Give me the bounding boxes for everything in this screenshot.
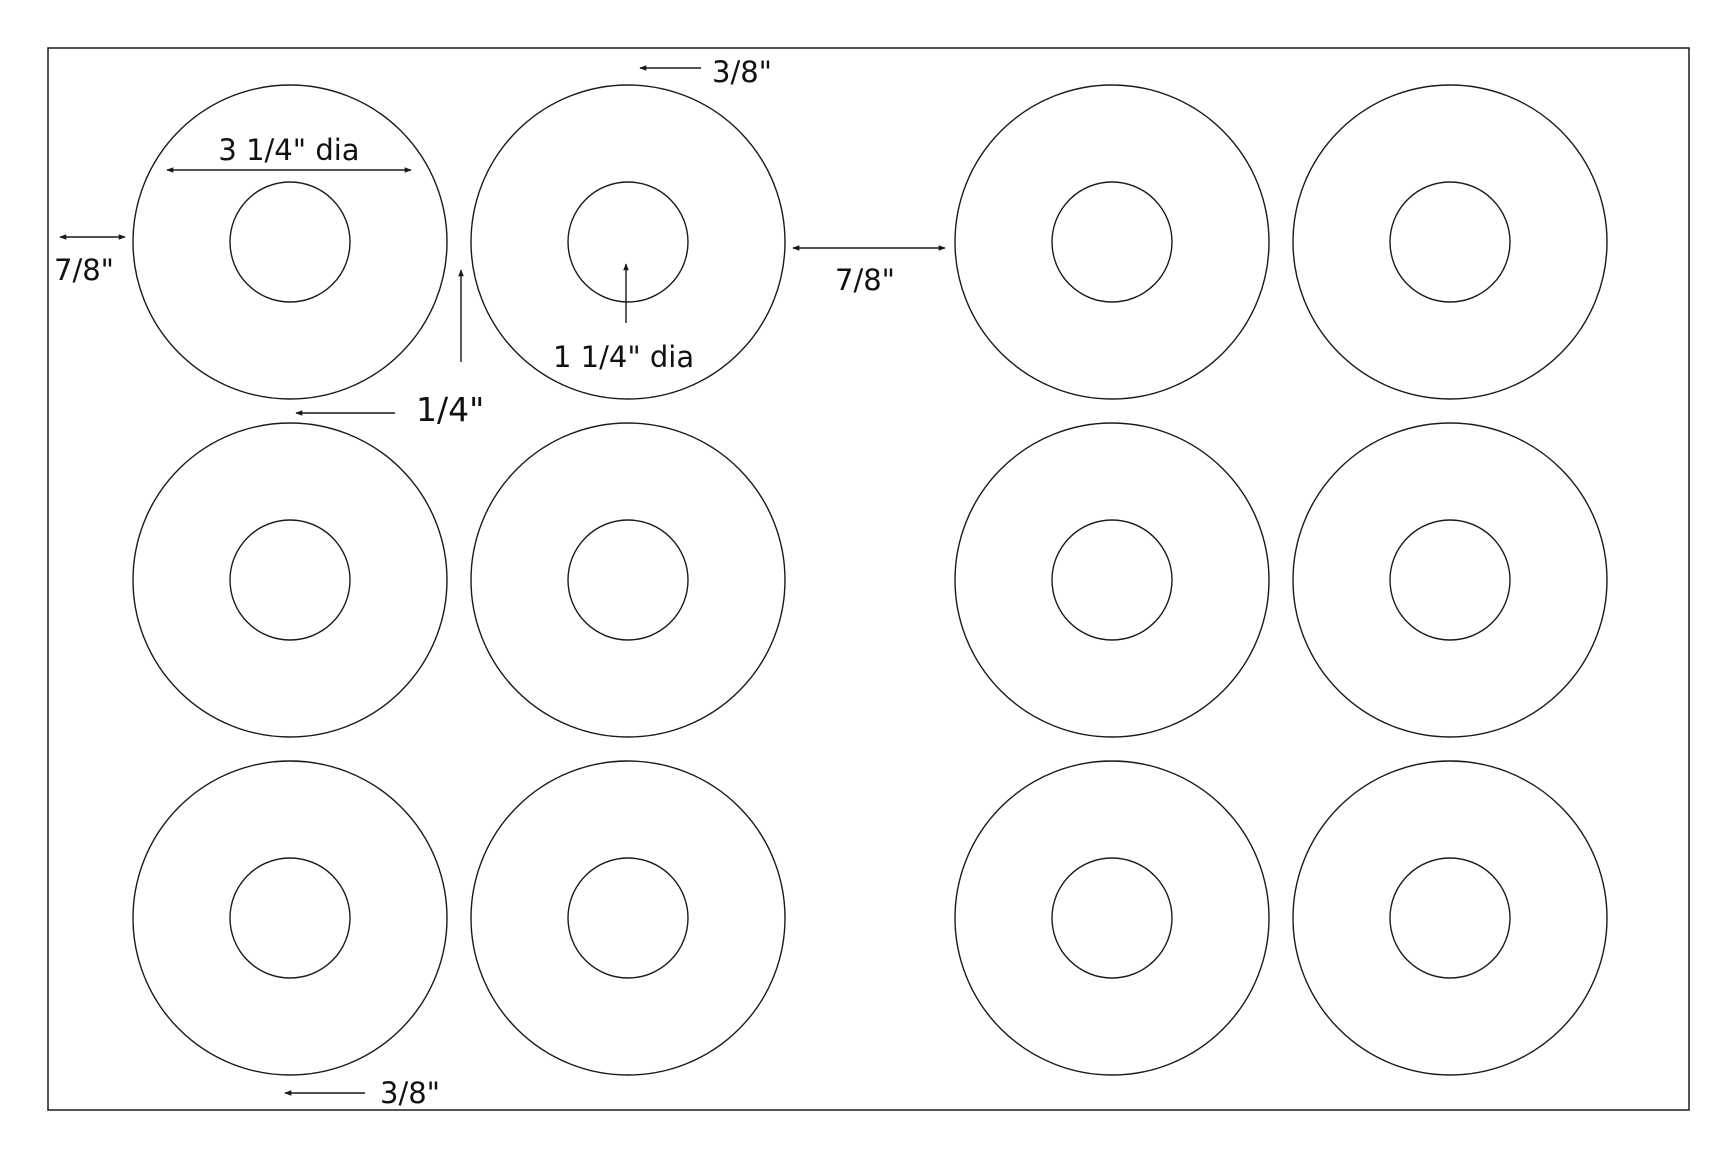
center-gap-text: 7/8" [835,263,895,297]
label-outer-edge [1292,84,1608,400]
label-outer-edge [470,422,786,738]
label-center-hole [1389,181,1511,303]
dimension-left-margin: 7/8" [54,234,126,287]
hole-diameter-text: 1 1/4" dia [553,340,694,374]
label-outer-edge [1292,760,1608,1076]
dimension-vertical-gap: 1/4" [295,390,484,429]
label-outer-edge [470,760,786,1076]
label-center-hole [229,181,351,303]
label-center-hole [1389,519,1511,641]
sheet-border [47,47,1690,1111]
label-diameter-text: 3 1/4" dia [218,133,359,167]
label-center-hole [1051,519,1173,641]
label-outer-edge [132,760,448,1076]
label-outer-edge [954,760,1270,1076]
label-outer-edge [132,422,448,738]
cd-label-6 [470,422,786,738]
label-center-hole [229,857,351,979]
dimension-hole-diameter: 1 1/4" dia [553,263,694,374]
top-margin-text: 3/8" [712,55,772,89]
label-center-hole [567,519,689,641]
label-outer-edge [954,422,1270,738]
dimension-center-gap: 7/8" [792,245,946,297]
cd-label-4 [1292,84,1608,400]
label-outer-edge [470,84,786,400]
cd-label-5 [132,422,448,738]
label-center-hole [1389,857,1511,979]
left-margin-text: 7/8" [54,253,114,287]
dimension-top-margin: 3/8" [639,55,772,89]
cd-label-9 [132,760,448,1076]
label-center-hole [229,519,351,641]
cd-label-3 [954,84,1270,400]
label-center-hole [567,857,689,979]
vertical-gap-text: 1/4" [416,390,484,429]
cd-label-8 [1292,422,1608,738]
dimension-bottom-margin: 3/8" [284,1076,440,1110]
cd-label-12 [1292,760,1608,1076]
label-center-hole [1051,181,1173,303]
label-outer-edge [132,84,448,400]
label-grid [132,84,1608,1076]
bottom-margin-text: 3/8" [380,1076,440,1110]
cd-label-11 [954,760,1270,1076]
label-center-hole [1051,857,1173,979]
label-outer-edge [954,84,1270,400]
label-outer-edge [1292,422,1608,738]
cd-label-10 [470,760,786,1076]
cd-label-7 [954,422,1270,738]
cd-label-1 [132,84,448,400]
cd-label-2 [470,84,786,400]
dimension-label-diameter: 3 1/4" dia [166,133,412,173]
label-center-hole [567,181,689,303]
